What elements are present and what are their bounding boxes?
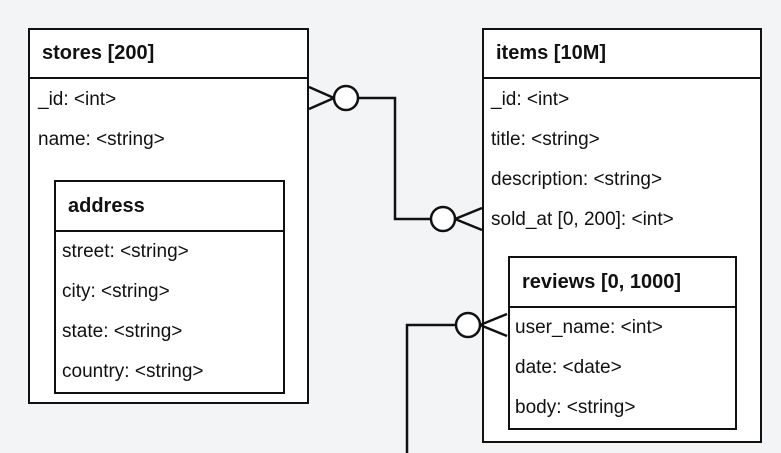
items-field-id: _id: <int> bbox=[491, 89, 570, 110]
reviews-field-date: date: <date> bbox=[515, 357, 622, 378]
items-entity: items [10M] _id: <int> title: <string> d… bbox=[482, 28, 762, 443]
stores-title: stores [200] bbox=[42, 42, 155, 64]
stores-field-id: _id: <int> bbox=[38, 89, 117, 110]
stores-items-relationship bbox=[308, 84, 483, 233]
items-field-sold-at: sold_at [0, 200]: <int> bbox=[491, 209, 674, 230]
stores-header: stores [200] bbox=[30, 30, 307, 79]
stores-entity: stores [200] _id: <int> name: <string> a… bbox=[28, 28, 309, 404]
address-title: address bbox=[68, 194, 145, 217]
items-header: items [10M] bbox=[484, 30, 760, 79]
address-field-state: state: <string> bbox=[62, 321, 183, 342]
address-entity: address street: <string> city: <string> … bbox=[54, 180, 285, 394]
address-field-city: city: <string> bbox=[62, 281, 170, 302]
address-field-country: country: <string> bbox=[62, 361, 204, 382]
reviews-title: reviews [0, 1000] bbox=[522, 270, 681, 293]
address-field-street: street: <string> bbox=[62, 241, 189, 262]
reviews-field-user-name: user_name: <int> bbox=[515, 317, 663, 338]
items-title: items [10M] bbox=[496, 42, 607, 64]
items-field-description: description: <string> bbox=[491, 169, 663, 190]
reviews-header: reviews [0, 1000] bbox=[510, 258, 735, 308]
address-header: address bbox=[56, 182, 283, 232]
items-field-title: title: <string> bbox=[491, 129, 600, 150]
reviews-entity: reviews [0, 1000] user_name: <int> date:… bbox=[508, 256, 737, 430]
stores-field-name: name: <string> bbox=[38, 129, 165, 150]
reviews-field-body: body: <string> bbox=[515, 397, 636, 418]
